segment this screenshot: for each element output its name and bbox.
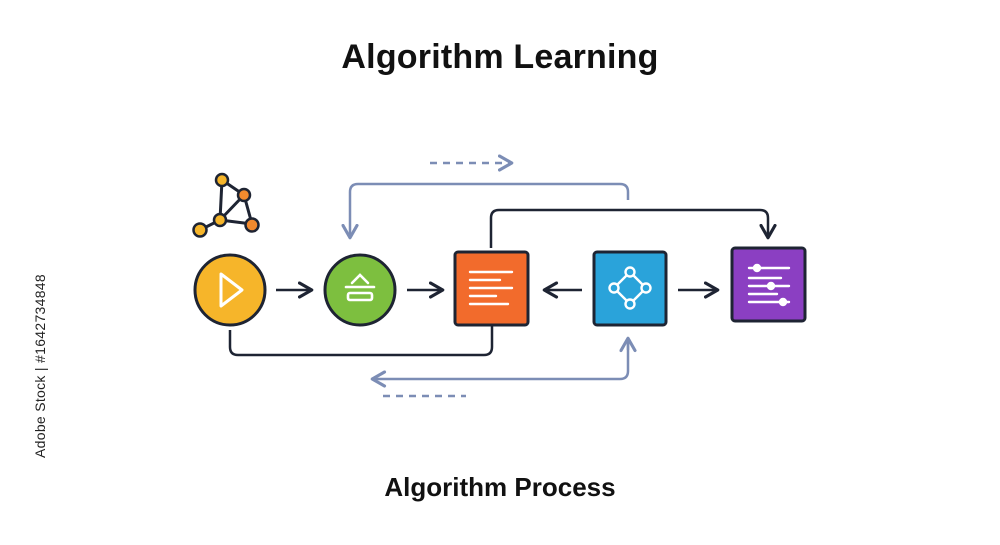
- network-diamond-icon: [608, 266, 652, 310]
- graph-nodes-icon: [192, 172, 260, 238]
- start-node: [193, 253, 267, 327]
- data-node: [453, 250, 530, 327]
- feedback-loop-bottom: [370, 339, 630, 388]
- stock-id-text: Adobe Stock | #1642734848: [31, 274, 48, 458]
- diagram-caption: Algorithm Process: [384, 472, 616, 502]
- filter-node: [323, 253, 397, 327]
- tune-node: [730, 246, 807, 323]
- sliders-icon: [747, 263, 791, 307]
- filter-icon: [344, 273, 376, 302]
- feedback-loop-top: [341, 182, 630, 240]
- loop-connector-bottom: [228, 326, 494, 357]
- loop-connector-top: [489, 208, 777, 248]
- document-lines-icon: [468, 270, 514, 306]
- page-title: Algorithm Learning: [341, 38, 659, 76]
- play-icon: [219, 272, 244, 308]
- network-node: [592, 250, 668, 327]
